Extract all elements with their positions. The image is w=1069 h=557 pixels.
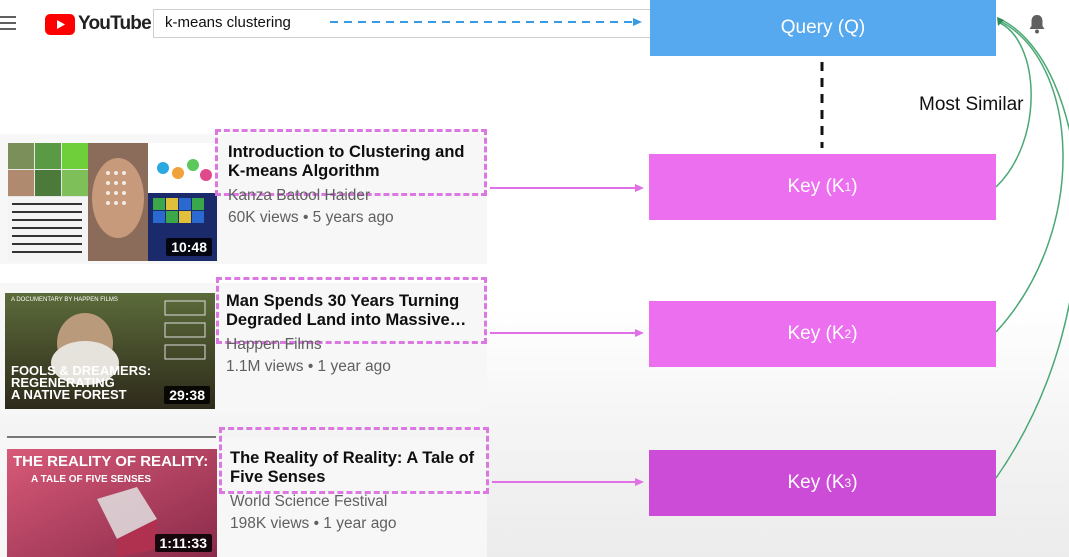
- video-2-channel[interactable]: Happen Films: [226, 336, 322, 353]
- video-thumbnail-3[interactable]: THE REALITY OF REALITY: A TALE OF FIVE S…: [7, 449, 217, 557]
- video1-to-key1-arrowhead: [635, 184, 644, 192]
- video-1-title-highlight: [215, 129, 487, 196]
- video-1-channel[interactable]: Kanza Batool Haider: [228, 187, 371, 204]
- key-subscript: 3: [844, 476, 852, 490]
- search-query-text: k-means clustering: [165, 14, 291, 31]
- query-key3-arc: [995, 17, 1069, 479]
- youtube-play-icon: [45, 13, 75, 35]
- video-2-title-highlight: [216, 277, 487, 344]
- video-1-title[interactable]: Introduction to Clustering and K-means A…: [228, 143, 488, 181]
- notification-bell-icon[interactable]: [1028, 14, 1046, 34]
- row-divider: [7, 436, 216, 438]
- thumbnail-3-title: THE REALITY OF REALITY:: [13, 453, 209, 470]
- key-subscript: 1: [844, 180, 852, 194]
- video-title-line: Introduction to Clustering and: [228, 143, 465, 161]
- video-3-title-highlight: [219, 427, 489, 494]
- video-thumbnail-1[interactable]: 10:48: [8, 143, 217, 261]
- video-1-meta: 60K views • 5 years ago: [228, 209, 394, 226]
- video-title-line: Man Spends 30 Years Turning: [226, 292, 460, 310]
- video3-to-key3-arrowhead: [635, 478, 644, 486]
- video-3-meta: 198K views • 1 year ago: [230, 515, 397, 532]
- youtube-logo[interactable]: YouTube: [45, 12, 152, 36]
- key-subscript: 2: [844, 327, 852, 341]
- menu-icon[interactable]: [0, 16, 16, 30]
- query-key2-arc: [995, 19, 1064, 333]
- video-2-title[interactable]: Man Spends 30 Years Turning Degraded Lan…: [226, 292, 486, 330]
- video-thumbnail-2[interactable]: A DOCUMENTARY BY HAPPEN FILMS FOOLS & DR…: [5, 293, 215, 409]
- video2-to-key2-arrowhead: [635, 329, 644, 337]
- video-title-line: K-means Algorithm: [228, 162, 380, 180]
- thumbnail-text-line: A NATIVE FOREST: [11, 387, 127, 402]
- video-3-channel[interactable]: World Science Festival: [230, 493, 388, 510]
- key-close: ): [851, 472, 858, 493]
- key-label: Key (K: [787, 176, 845, 197]
- thumbnail-text-line: FOOLS & DREAMERS:: [11, 363, 152, 378]
- key-close: ): [851, 323, 858, 344]
- search-to-query-arrowhead: [633, 18, 642, 26]
- search-input[interactable]: [153, 9, 650, 38]
- youtube-wordmark: YouTube: [78, 13, 152, 34]
- key-label: Key (K: [787, 472, 845, 493]
- key-label: Key (K: [787, 323, 845, 344]
- video-duration: 1:11:33: [154, 534, 212, 552]
- query-arc-arrowhead: [997, 17, 1004, 26]
- query-key1-arc: [995, 21, 1032, 188]
- video-3-title[interactable]: The Reality of Reality: A Tale of Five S…: [230, 449, 486, 487]
- video-title-line: Five Senses: [230, 468, 326, 486]
- clustering-thumbnail-art: [8, 143, 217, 261]
- most-similar-label: Most Similar: [919, 94, 1024, 115]
- video-duration: 10:48: [166, 238, 212, 256]
- video-title-line: Degraded Land into Massive…: [226, 311, 467, 329]
- query-box: Query (Q): [650, 0, 996, 56]
- thumbnail-text-line: REGENERATING: [11, 375, 115, 390]
- thumbnail-2-caption: A DOCUMENTARY BY HAPPEN FILMS: [11, 297, 118, 303]
- thumbnail-3-subtitle: A TALE OF FIVE SENSES: [31, 474, 152, 485]
- thumbnail-2-title: FOOLS & DREAMERS: REGENERATING A NATIVE …: [11, 363, 152, 402]
- video-duration: 29:38: [164, 386, 210, 404]
- video-title-line: The Reality of Reality: A Tale of: [230, 449, 475, 467]
- video-2-meta: 1.1M views • 1 year ago: [226, 358, 391, 375]
- key-close: ): [851, 176, 858, 197]
